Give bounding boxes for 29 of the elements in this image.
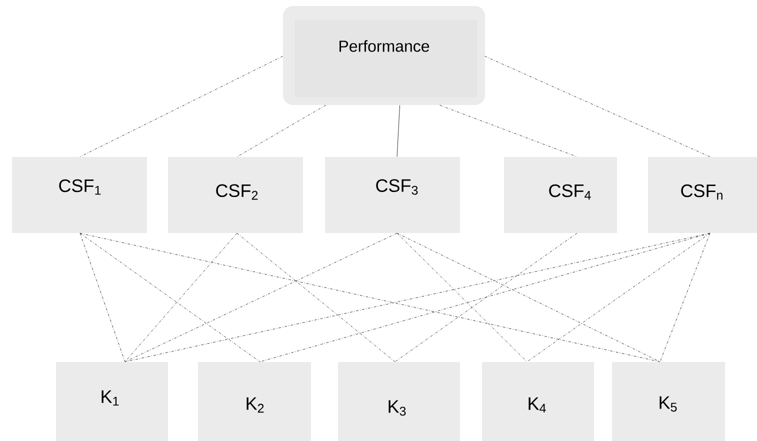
csf-box: CSF$_{1}$ — [12, 157, 147, 233]
connector-line — [396, 232, 528, 362]
connector-line — [260, 232, 710, 362]
connector-line — [80, 56, 284, 158]
connector-line — [526, 232, 710, 362]
connector-line — [124, 232, 710, 362]
connector-line — [394, 232, 578, 362]
connector-line — [484, 56, 710, 158]
connector-line — [124, 232, 398, 362]
connector-line — [80, 232, 660, 362]
csf-box: CSF$_{2}$ — [168, 157, 303, 233]
performance-box: Performance — [283, 6, 485, 105]
csf-box: CSF$_{n}$ — [648, 157, 757, 233]
connector-line — [80, 232, 126, 362]
connector-line — [660, 232, 710, 362]
connector-line — [440, 104, 578, 158]
connector-line — [124, 232, 238, 362]
connector-line — [396, 104, 400, 158]
kpi-box: K$_{3}$ — [338, 362, 460, 441]
csf-box: CSF$_{4}$ — [504, 157, 617, 233]
connector-line — [80, 232, 260, 362]
kpi-box: K$_{1}$ — [56, 362, 168, 441]
csf-box: CSF$_{3}$ — [325, 157, 460, 233]
connector-line — [236, 104, 326, 158]
kpi-box: K$_{2}$ — [198, 362, 311, 441]
connector-line — [396, 232, 660, 362]
connector-line — [236, 232, 396, 362]
kpi-box: K$_{4}$ — [482, 362, 594, 441]
kpi-box: K$_{5}$ — [612, 362, 725, 441]
